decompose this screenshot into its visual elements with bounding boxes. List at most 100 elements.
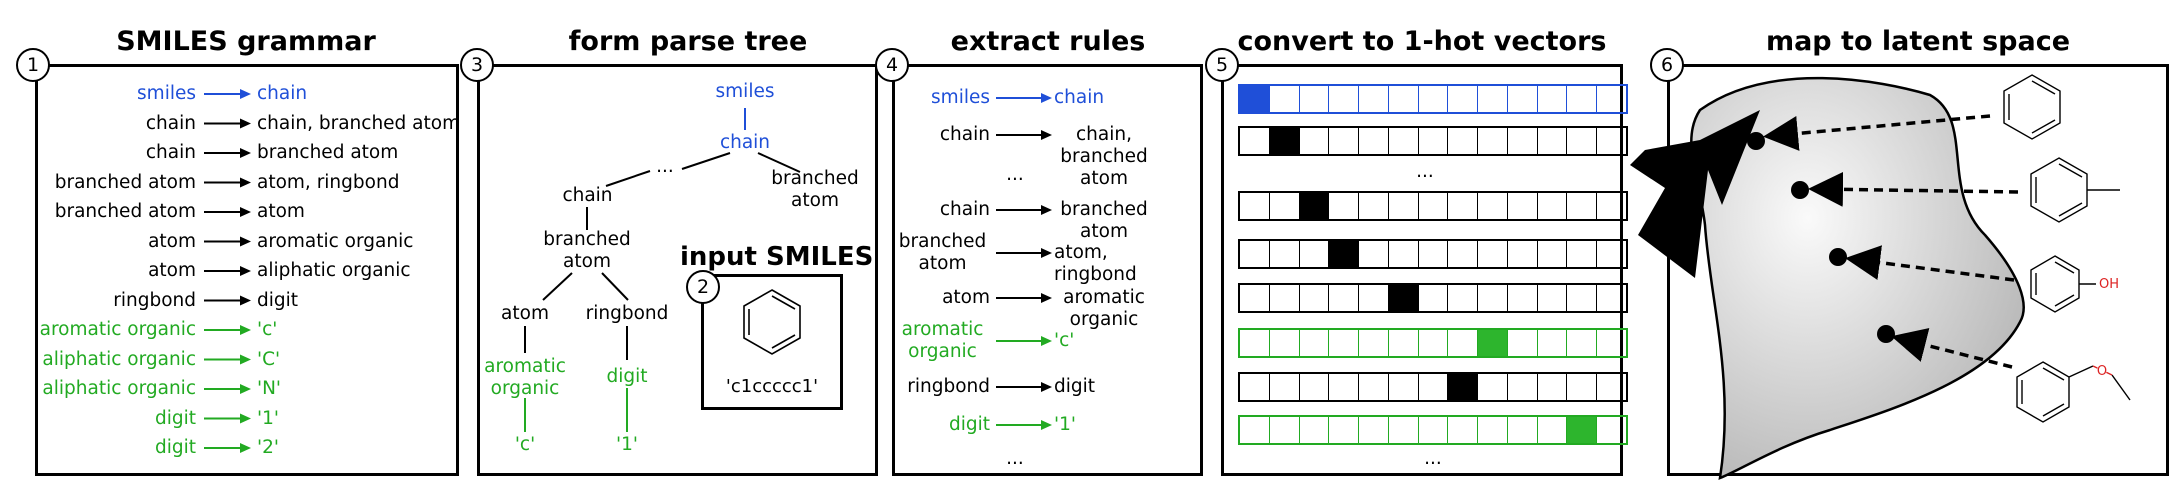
onehot-cell — [1567, 86, 1598, 112]
onehot-vector-row — [1238, 328, 1628, 358]
grammar-rule-lhs: branched atom — [54, 201, 196, 222]
onehot-active-cell — [1269, 128, 1300, 154]
grammar-rule-lhs: atom — [148, 230, 196, 252]
parse-tree-panel — [477, 64, 878, 476]
onehot-active-cell — [1240, 86, 1270, 112]
onehot-cell — [1419, 86, 1449, 112]
tree-leaf-c: 'c' — [514, 434, 536, 455]
onehot-cell — [1538, 193, 1568, 219]
tree-node-chain-top: chain — [719, 132, 771, 153]
grammar-arrow-head — [240, 295, 251, 306]
tree-leaf-1: '1' — [616, 434, 638, 455]
grammar-arrow-head — [240, 384, 251, 394]
extracted-rule-arrow-head — [1041, 130, 1052, 140]
onehot-cell — [1478, 86, 1508, 112]
onehot-cell — [1508, 193, 1538, 219]
grammar-rule-lhs: branched atom — [54, 171, 196, 193]
extracted-rule-lhs: chain — [939, 199, 990, 220]
extracted-rule-rhs: chain — [1054, 87, 1105, 108]
extracted-rule-rhs: branched atom — [1060, 199, 1148, 242]
onehot-cell — [1419, 417, 1449, 443]
extracted-rule-arrow-head — [1041, 420, 1052, 430]
onehot-cell — [1419, 193, 1449, 219]
extracted-rule-lhs: aromatic organic — [901, 319, 984, 362]
grammar-rule-rhs: 'N' — [257, 378, 282, 399]
onehot-cell — [1448, 86, 1479, 112]
grammar-arrow-head — [240, 118, 251, 129]
extracted-rule-rhs: 'c' — [1054, 330, 1075, 351]
onehot-vector-row — [1238, 84, 1628, 114]
onehot-cell — [1329, 417, 1360, 443]
grammar-arrow-head — [240, 207, 251, 217]
onehot-cell — [1240, 128, 1270, 154]
onehot-cell — [1389, 374, 1419, 400]
onehot-cell — [1478, 417, 1508, 443]
step-badge-6: 6 — [1650, 48, 1684, 82]
grammar-rule-lhs: atom — [148, 260, 196, 281]
extracted-rule-arrow-head — [1041, 205, 1052, 215]
step-badge-3: 3 — [460, 48, 494, 82]
onehot-active-cell — [1478, 330, 1508, 356]
onehot-cell — [1508, 330, 1538, 356]
extracted-rule-lhs: branched atom — [898, 231, 987, 274]
extracted-rule-rhs: '1' — [1054, 414, 1076, 435]
tree-node-chain-mid: chain — [562, 185, 613, 206]
onehot-cell — [1448, 285, 1479, 311]
extracted-rule-arrow-head — [1041, 293, 1052, 303]
onehot-cell — [1300, 285, 1330, 311]
step-badge-2: 2 — [686, 270, 720, 304]
extracted-rule-rhs: aromatic organic — [1063, 287, 1145, 330]
grammar-rule-lhs: chain — [145, 142, 196, 163]
extract-rules-title: extract rules — [950, 26, 1146, 57]
grammar-arrow-head — [240, 325, 251, 335]
hydroxyl-label: OH — [2099, 277, 2120, 292]
onehot-cell — [1567, 285, 1598, 311]
onehot-cell — [1329, 193, 1360, 219]
onehot-cell — [1300, 128, 1330, 154]
grammar-arrow-head — [240, 354, 251, 365]
grammar-arrow-head — [240, 89, 251, 99]
grammar-rule-rhs: '1' — [257, 407, 279, 429]
onehot-ellipsis: ... — [1416, 161, 1434, 182]
grammar-rule-lhs: smiles — [137, 83, 196, 104]
grammar-rule-lhs: aliphatic organic — [42, 348, 196, 370]
onehot-active-cell — [1448, 374, 1479, 400]
tree-node-branched-right: branched atom — [771, 168, 859, 211]
tree-node-branched-left: branched atom — [543, 229, 631, 272]
onehot-cell — [1389, 241, 1419, 267]
onehot-cell — [1419, 330, 1449, 356]
extracted-rule-lhs: chain — [939, 124, 990, 145]
extracted-rule-lhs: atom — [942, 287, 990, 308]
onehot-cell — [1448, 417, 1479, 443]
tree-node-aromatic-organic: aromatic organic — [484, 356, 566, 399]
tree-node-atom: atom — [501, 303, 549, 324]
onehot-cell — [1478, 241, 1508, 267]
extracted-rule-ellipsis: ... — [1006, 448, 1024, 469]
onehot-cell — [1359, 128, 1389, 154]
onehot-vector-row — [1238, 126, 1628, 156]
onehot-cell — [1448, 241, 1479, 267]
extracted-rule-lhs: smiles — [931, 87, 990, 108]
onehot-cell — [1359, 86, 1389, 112]
onehot-cell — [1270, 374, 1300, 400]
onehot-cell — [1300, 86, 1330, 112]
onehot-cell — [1478, 285, 1508, 311]
grammar-rule-rhs: chain — [257, 83, 308, 104]
grammar-rule-rhs: branched atom — [257, 142, 399, 163]
onehot-cell — [1240, 330, 1270, 356]
onehot-cell — [1538, 330, 1568, 356]
input-smiles-title: input SMILES — [680, 242, 874, 272]
extracted-rule-lhs: ringbond — [907, 376, 990, 397]
onehot-cell — [1300, 241, 1330, 267]
onehot-cell — [1359, 374, 1389, 400]
grammar-rule-rhs: digit — [257, 289, 299, 311]
onehot-cell — [1478, 374, 1508, 400]
step-badge-4: 4 — [875, 48, 909, 82]
grammar-arrow-head — [240, 443, 251, 453]
onehot-cell — [1300, 374, 1330, 400]
onehot-cell — [1389, 193, 1419, 219]
